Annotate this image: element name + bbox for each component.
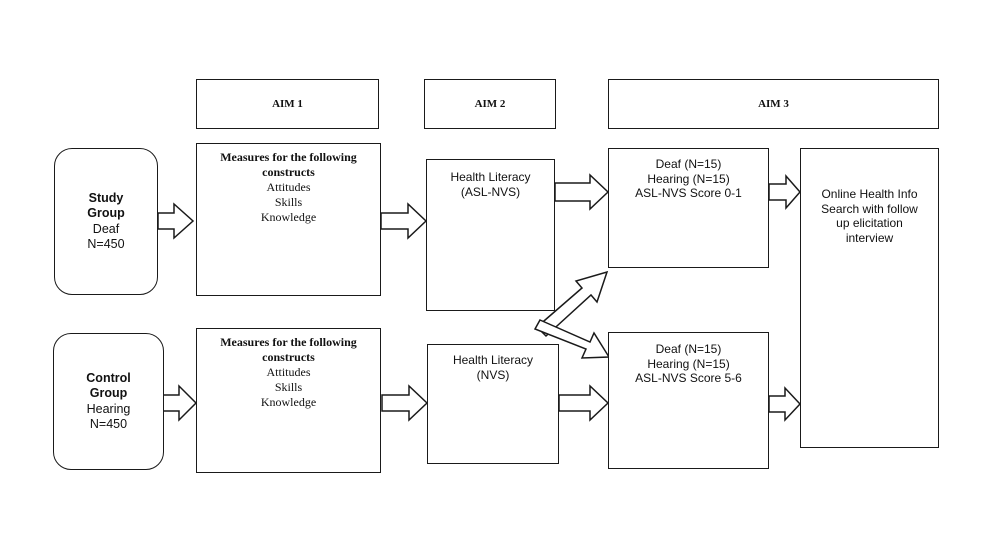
health-literacy-nvs-box: Health Literacy (NVS) (427, 344, 559, 464)
control-group-box: Control Group Hearing N=450 (53, 333, 164, 470)
measures-item-knowledge: Knowledge (260, 395, 317, 409)
health-literacy-asl-box: Health Literacy (ASL-NVS) (426, 159, 555, 311)
online-search-line2: Search with follow (821, 201, 918, 216)
measures-item-attitudes: Attitudes (266, 180, 311, 194)
arrow-asl-to-low (554, 173, 610, 211)
measures-item-attitudes: Attitudes (266, 365, 311, 379)
health-literacy-nvs-line2: (NVS) (476, 367, 510, 382)
arrow-study-to-measures (157, 202, 195, 240)
online-search-line3: up elicitation (836, 216, 903, 230)
measures-item-skills: Skills (274, 380, 303, 394)
control-group-type: Hearing (86, 401, 131, 416)
arrow-nvs-to-high (558, 384, 610, 422)
aim-3-header: AIM 3 (608, 79, 939, 129)
health-literacy-nvs-line1: Health Literacy (452, 353, 534, 367)
high-score-group-box: Deaf (N=15) Hearing (N=15) ASL-NVS Score… (608, 332, 769, 469)
aim-2-label: AIM 2 (474, 98, 506, 110)
aim-3-label: AIM 3 (758, 98, 789, 110)
control-group-title-line2: Group (89, 386, 128, 400)
aim-1-header: AIM 1 (196, 79, 379, 129)
measures-item-skills: Skills (274, 195, 303, 209)
online-health-search-box: Online Health Info Search with follow up… (800, 148, 939, 448)
low-score-range: ASL-NVS Score 0-1 (635, 186, 742, 200)
arrow-high-to-online (768, 386, 802, 422)
aim-2-header: AIM 2 (424, 79, 556, 129)
low-score-hearing: Hearing (N=15) (647, 171, 730, 186)
measures-box-study: Measures for the following constructs At… (196, 143, 381, 296)
arrow-measures-to-nvs (381, 384, 429, 422)
arrow-control-to-measures (162, 384, 198, 422)
online-search-line4: interview (845, 230, 894, 245)
study-group-type: Deaf (92, 221, 120, 236)
measures-title-line2: constructs (262, 165, 315, 179)
measures-item-knowledge: Knowledge (260, 210, 317, 224)
measures-title-line1: Measures for the following (220, 335, 357, 349)
health-literacy-asl-line1: Health Literacy (450, 170, 531, 184)
high-score-range: ASL-NVS Score 5-6 (635, 371, 742, 385)
low-score-group-box: Deaf (N=15) Hearing (N=15) ASL-NVS Score… (608, 148, 769, 268)
study-group-box: Study Group Deaf N=450 (54, 148, 158, 295)
measures-box-control: Measures for the following constructs At… (196, 328, 381, 473)
high-score-hearing: Hearing (N=15) (647, 356, 730, 371)
study-group-count: N=450 (87, 237, 125, 251)
low-score-deaf: Deaf (N=15) (655, 157, 722, 171)
arrow-low-to-online (768, 174, 801, 210)
arrow-cross-down (533, 319, 611, 359)
aim-1-label: AIM 1 (272, 98, 303, 110)
measures-title-line1: Measures for the following (220, 150, 357, 164)
arrow-measures-to-asl (380, 202, 428, 240)
study-group-title-line2: Group (87, 206, 125, 220)
online-search-line1: Online Health Info (821, 187, 918, 201)
control-group-count: N=450 (89, 417, 128, 431)
control-group-title-line1: Control (86, 370, 131, 385)
study-group-title-line1: Study (88, 190, 124, 205)
measures-title-line2: constructs (262, 350, 315, 364)
high-score-deaf: Deaf (N=15) (655, 342, 722, 356)
health-literacy-asl-line2: (ASL-NVS) (460, 184, 521, 199)
